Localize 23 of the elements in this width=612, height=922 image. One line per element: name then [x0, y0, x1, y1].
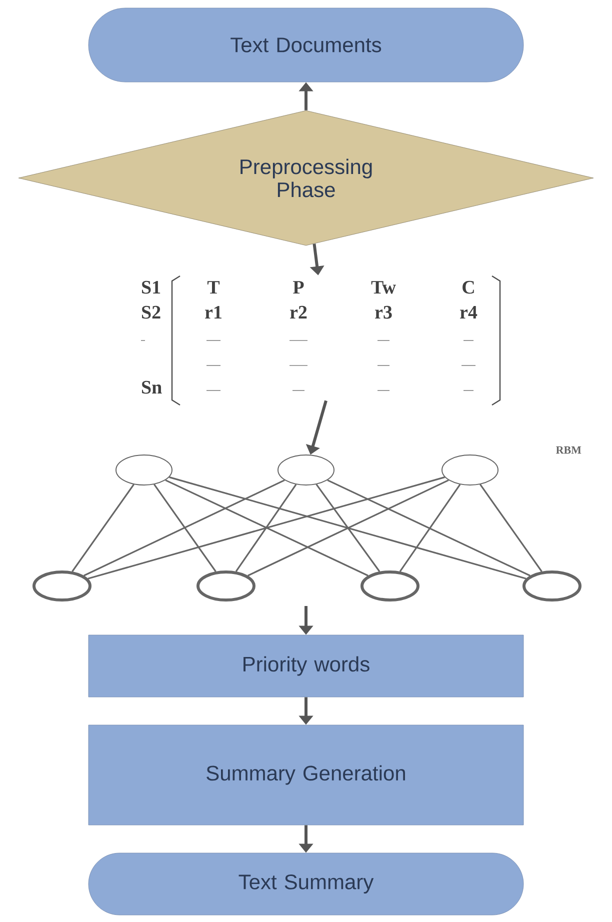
network-label: RBM — [556, 446, 582, 454]
network-unit — [360, 570, 420, 602]
process-box: Summary Generation — [88, 724, 524, 826]
connection-line — [327, 479, 530, 576]
connection-line — [316, 484, 380, 572]
process-box: Priority words — [88, 634, 524, 698]
feature-matrix: S1 T P Tw C S2 r1 r2 r3 r4 Sn — [140, 280, 478, 394]
connection-line — [399, 484, 461, 572]
connection-line — [235, 484, 297, 572]
network-unit — [116, 454, 172, 486]
connection-line — [72, 484, 134, 572]
network-unit — [442, 454, 498, 486]
network-unit — [278, 454, 334, 486]
connection-line — [88, 476, 445, 580]
connection-line — [154, 484, 216, 572]
network-unit — [196, 570, 256, 602]
network-unit — [522, 570, 582, 602]
network-unit — [32, 570, 92, 602]
connection-line — [84, 479, 285, 576]
connection-line — [248, 479, 449, 576]
connection-line — [165, 479, 368, 576]
connection-line — [169, 476, 526, 580]
connection-line — [480, 484, 542, 572]
